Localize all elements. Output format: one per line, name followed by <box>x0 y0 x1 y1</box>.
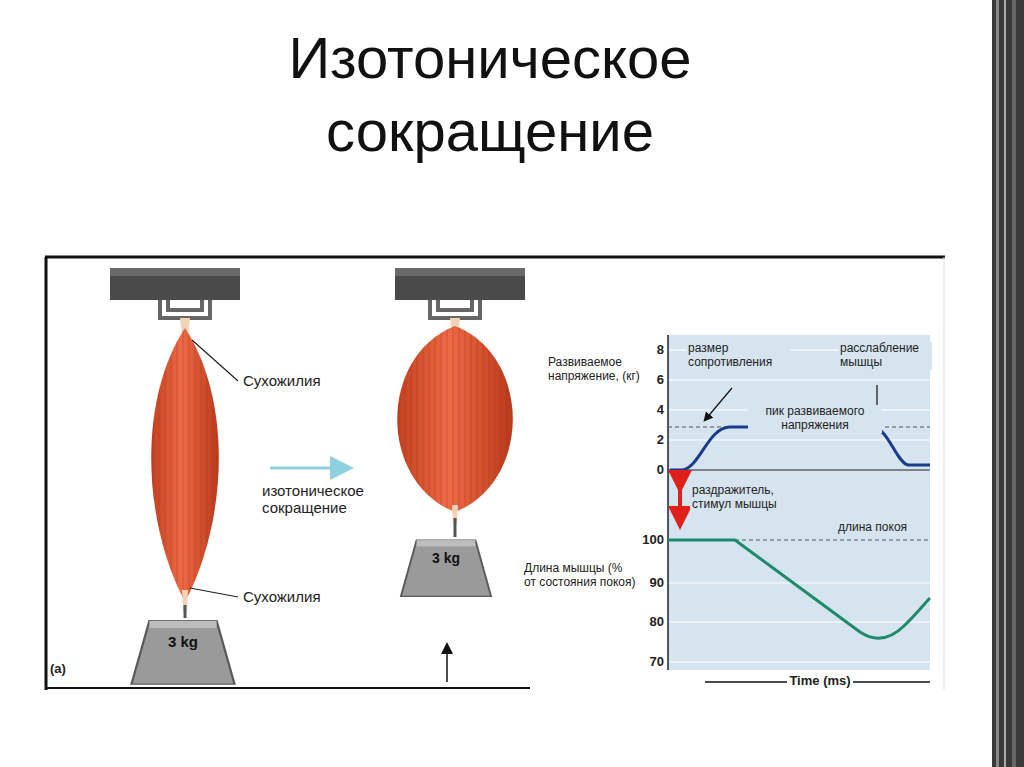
tick-label: 100 <box>628 533 664 548</box>
weight-label: 3 kg <box>127 633 239 650</box>
weight-block: 3 kg <box>397 535 495 599</box>
axis-title: Длина мышцы (% от состояния покоя) <box>524 562 636 590</box>
tick-label: 90 <box>628 576 664 591</box>
annotation: раздражитель, стимул мышцы <box>690 484 814 512</box>
weight-label: 3 kg <box>397 550 495 566</box>
tendon-label: Сухожилия <box>243 588 321 605</box>
tick-label: 6 <box>648 373 664 388</box>
tendon-label: Сухожилия <box>243 372 321 389</box>
annotation: пик развиваемого напряжения <box>748 405 882 433</box>
weight-block: 3 kg <box>127 615 239 687</box>
annotation: длина покоя <box>836 521 909 535</box>
panel-label: (a) <box>50 662 66 677</box>
tick-label: 4 <box>648 403 664 418</box>
weight-shape <box>127 615 239 687</box>
tick-label: 80 <box>628 615 664 630</box>
tick-label: 70 <box>628 655 664 670</box>
slide-title: Изотоническое сокращение <box>190 22 790 167</box>
axis-title: Развиваемое напряжение, (кг) <box>548 356 648 384</box>
tick-label: 8 <box>648 343 664 358</box>
transition-label: изотоническое сокращение <box>262 482 392 517</box>
tick-label: 0 <box>648 463 664 478</box>
axis-title: Time (ms) <box>787 674 852 689</box>
annotation: размер сопротивления <box>686 342 790 370</box>
tick-label: 2 <box>648 433 664 448</box>
annotation: расслабление мышцы <box>838 342 932 370</box>
weight-shape <box>397 535 495 599</box>
